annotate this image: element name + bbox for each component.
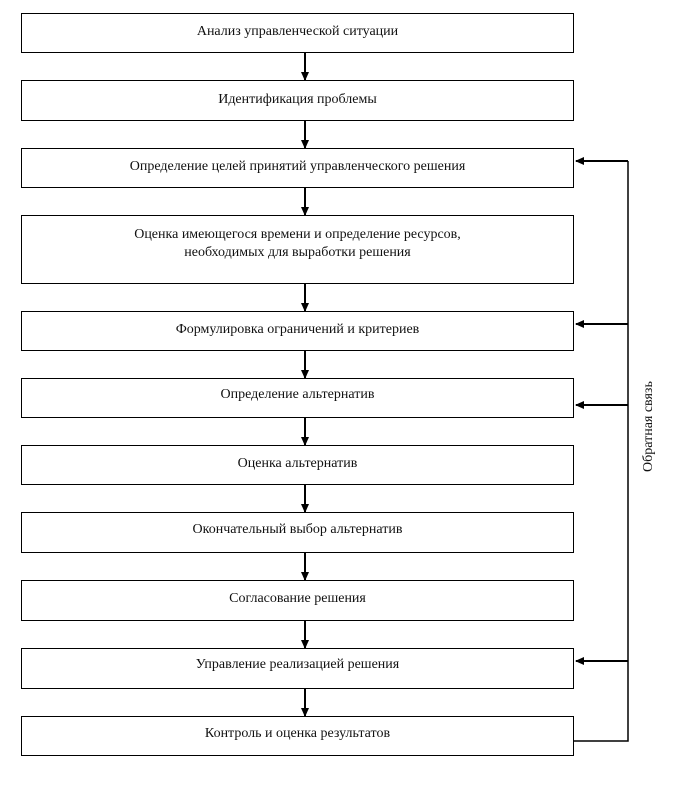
- step-box-9: Согласование решения: [21, 580, 574, 621]
- step-box-5: Формулировка ограничений и критериев: [21, 311, 574, 351]
- step-box-8: Окончательный выбор альтернатив: [21, 512, 574, 553]
- step-box-10: Управление реализацией решения: [21, 648, 574, 689]
- feedback-arrows: [575, 157, 628, 665]
- step-box-7: Оценка альтернатив: [21, 445, 574, 485]
- feedback-loop: [574, 161, 629, 742]
- step-box-6: Определение альтернатив: [21, 378, 574, 418]
- step-box-4: Оценка имеющегося времени и определение …: [21, 215, 574, 284]
- step-label: Анализ управленческой ситуации: [196, 24, 399, 39]
- feedback-label: Обратная связь: [641, 381, 656, 472]
- step-label: Идентификация проблемы: [218, 92, 377, 107]
- step-label: Формулировка ограничений и критериев: [175, 322, 420, 337]
- step-label: Окончательный выбор альтернатив: [192, 522, 403, 537]
- step-box-11: Контроль и оценка результатов: [21, 716, 574, 756]
- step-box-3: Определение целей принятий управленческо…: [21, 148, 574, 188]
- step-label: Оценка имеющегося времени и определение …: [134, 227, 461, 260]
- step-label: Контроль и оценка результатов: [204, 726, 391, 741]
- step-label: Оценка альтернатив: [237, 456, 358, 471]
- feedback-main-line: [574, 161, 629, 742]
- step-label: Согласование решения: [229, 591, 366, 606]
- step-label: Определение альтернатив: [220, 387, 375, 402]
- step-box-2: Идентификация проблемы: [21, 80, 574, 121]
- step-box-1: Анализ управленческой ситуации: [21, 13, 574, 53]
- step-label: Определение целей принятий управленческо…: [129, 159, 466, 174]
- step-label: Управление реализацией решения: [195, 657, 400, 672]
